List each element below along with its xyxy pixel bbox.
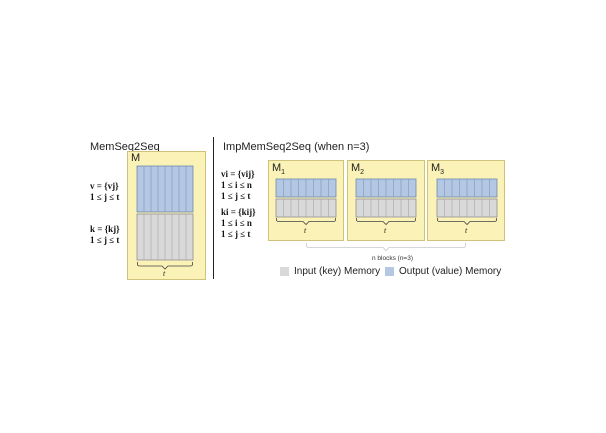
n-blocks-brace [306, 243, 466, 252]
i-range-value: 1 ≤ i ≤ n [221, 180, 252, 190]
k-range: 1 ≤ j ≤ t [90, 235, 120, 245]
memseq2seq-value-memory [136, 165, 194, 213]
memory-block-3-t-label: t [465, 226, 468, 235]
memseq2seq-value-definition: v = {vj} 1 ≤ j ≤ t [90, 181, 119, 203]
v-range: 1 ≤ j ≤ t [90, 192, 120, 202]
memseq2seq-key-definition: k = {kj} 1 ≤ j ≤ t [90, 224, 120, 246]
i-range-key: 1 ≤ i ≤ n [221, 218, 252, 228]
legend-output-label: Output (value) Memory [399, 266, 502, 277]
legend-output-memory: Output (value) Memory [385, 266, 501, 277]
impmemseq2seq-key-definition: ki = {kij} 1 ≤ i ≤ n 1 ≤ j ≤ t [221, 207, 256, 240]
vi-definition: vi = {vij} [221, 169, 255, 179]
n-blocks-label: n blocks (n=3) [372, 255, 414, 262]
memory-block-1-label: M1 [272, 162, 286, 177]
legend-input-memory: Input (key) Memory [280, 266, 380, 277]
memseq2seq-panel-label: M [131, 152, 141, 164]
impmemseq2seq-title: ImpMemSeq2Seq (when n=3) [223, 141, 370, 153]
memory-block-3-label: M3 [431, 162, 445, 177]
memory-block-1-t-label: t [304, 226, 307, 235]
memory-block-1-cells [275, 178, 337, 226]
j-range-value: 1 ≤ j ≤ t [221, 191, 251, 201]
memory-block-2-t-label: t [384, 226, 387, 235]
k-definition: k = {kj} [90, 224, 120, 234]
memory-block-2-cells [355, 178, 417, 226]
section-divider [213, 137, 214, 279]
memory-block-3-cells [436, 178, 498, 226]
j-range-key: 1 ≤ j ≤ t [221, 229, 251, 239]
memseq2seq-key-memory [136, 213, 194, 261]
legend-input-label: Input (key) Memory [294, 266, 381, 277]
key-memory-swatch [280, 267, 289, 276]
memseq2seq-t-label: t [163, 269, 166, 278]
memseq2seq-t-brace [137, 262, 193, 270]
ki-definition: ki = {kij} [221, 207, 256, 217]
memory-block-2-label: M2 [351, 162, 365, 177]
v-definition: v = {vj} [90, 181, 119, 191]
value-memory-swatch [385, 267, 394, 276]
impmemseq2seq-value-definition: vi = {vij} 1 ≤ i ≤ n 1 ≤ j ≤ t [221, 169, 255, 202]
memseq2seq-title: MemSeq2Seq [90, 141, 160, 153]
